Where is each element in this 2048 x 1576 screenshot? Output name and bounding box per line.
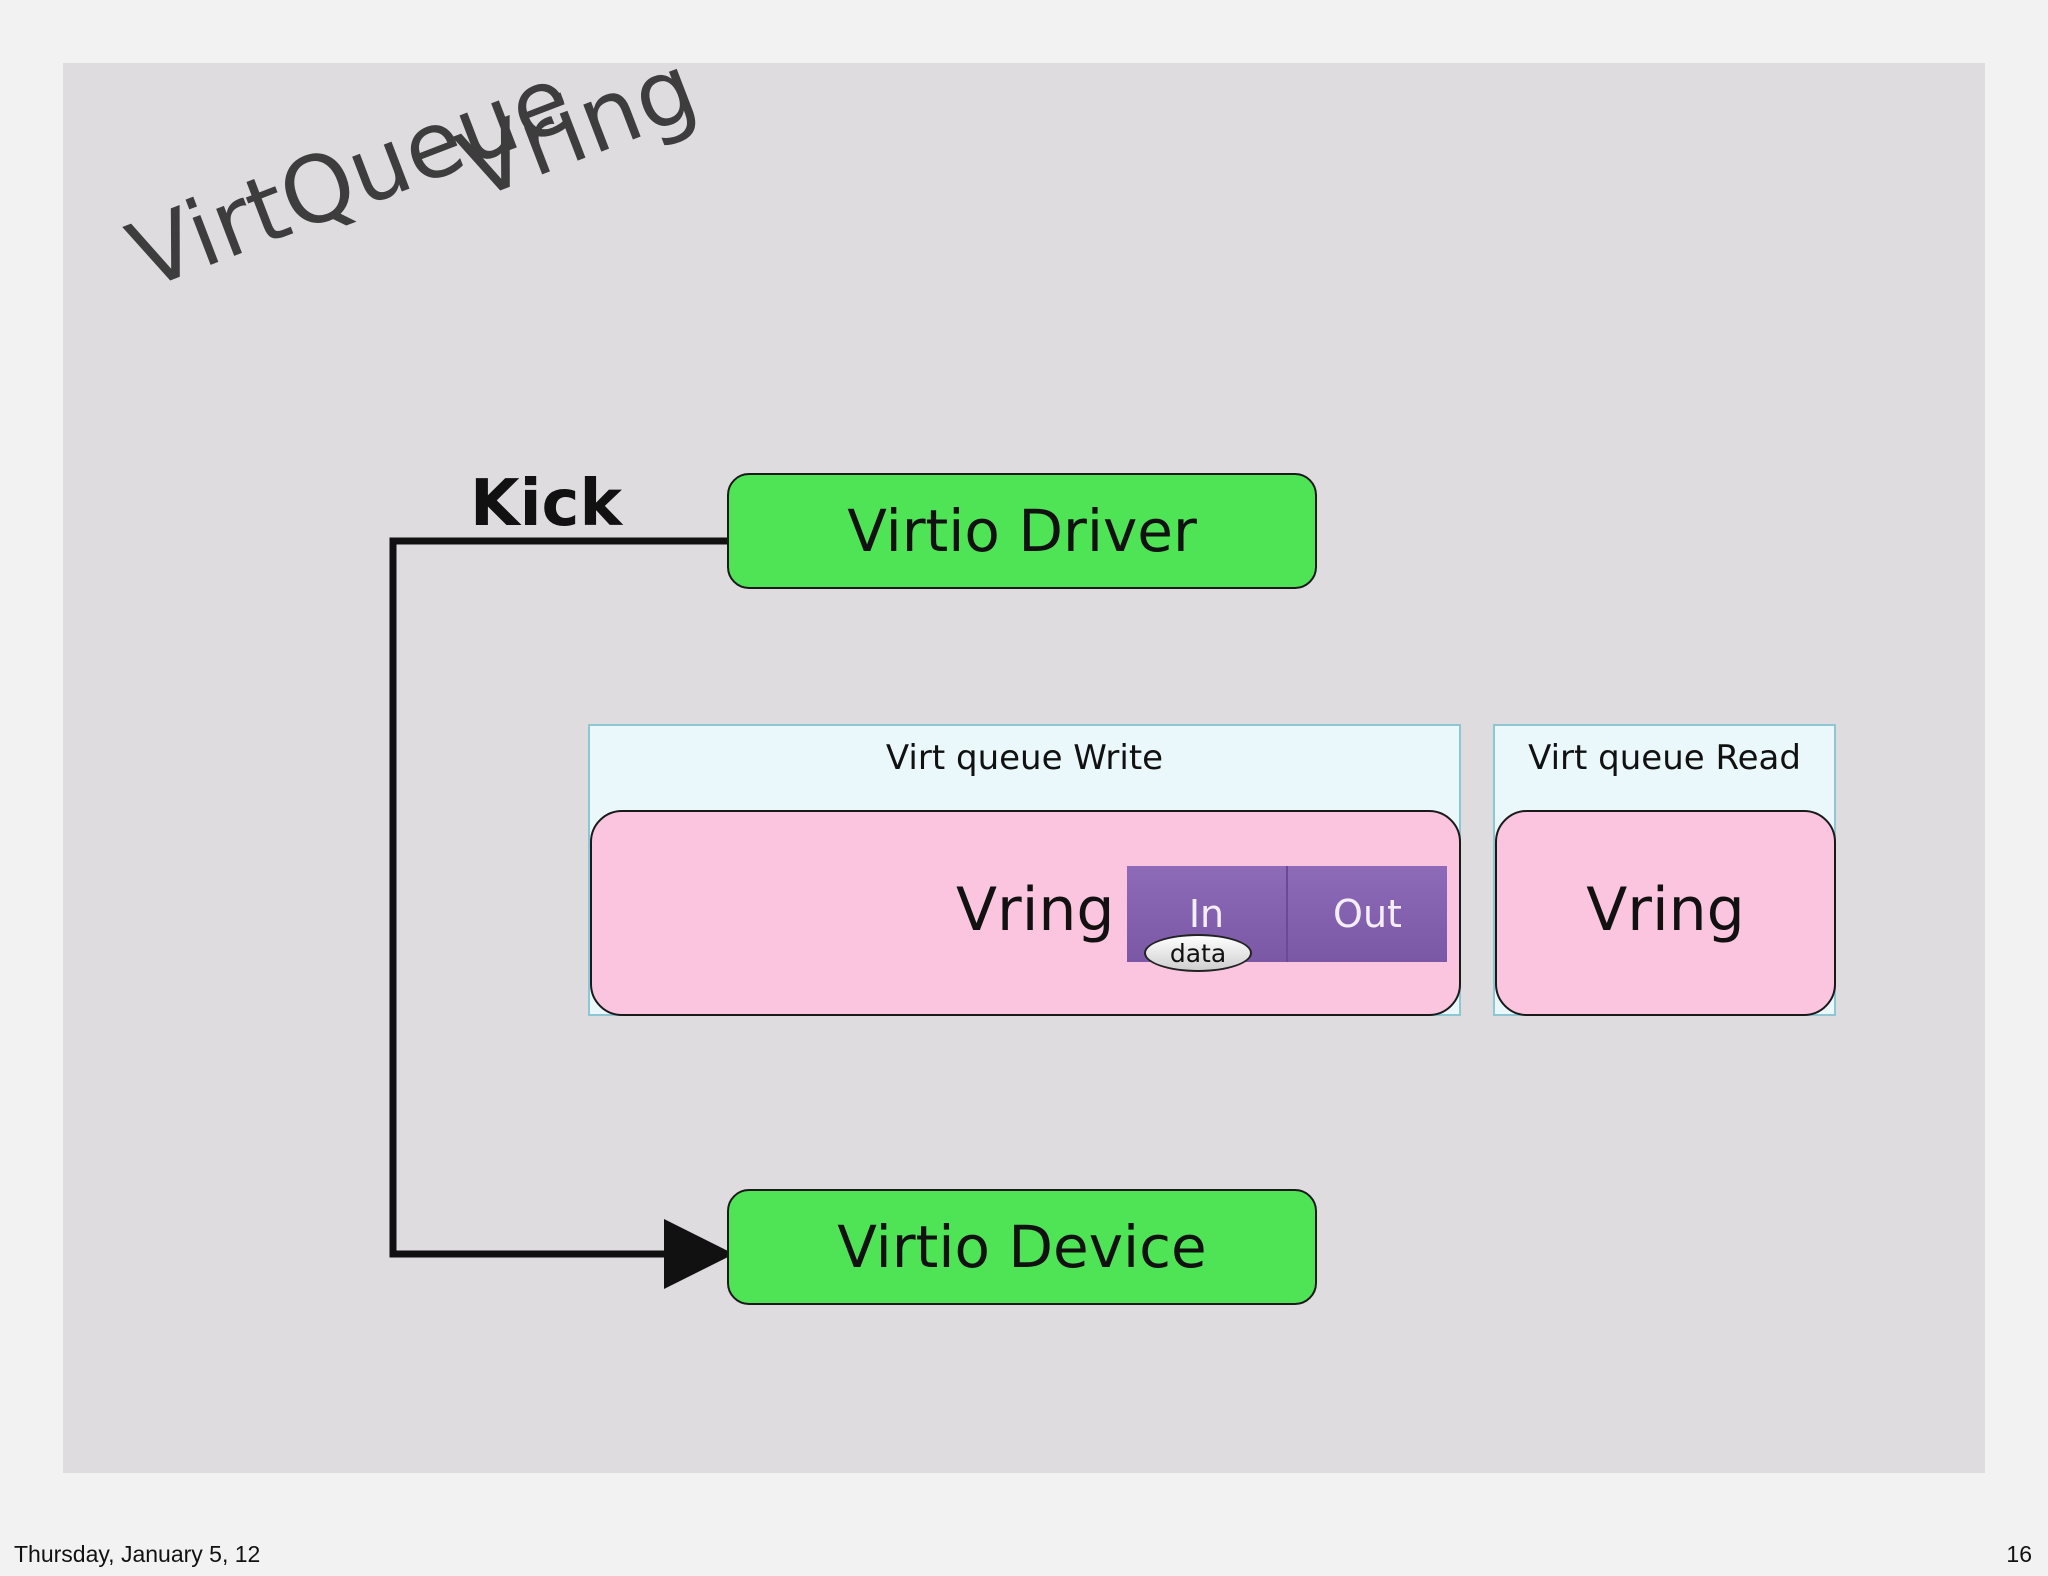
read-vring-box: Vring [1495,810,1836,1016]
virtio-driver-label: Virtio Driver [847,497,1197,565]
virt-queue-write-panel: Virt queue Write Vring In Out data [588,724,1461,1016]
slot-out-label: Out [1333,892,1402,936]
write-vring-label: Vring [956,875,1115,945]
virt-queue-read-title: Virt queue Read [1528,738,1801,778]
virtio-device-box: Virtio Device [727,1189,1317,1305]
kick-label: Kick [470,467,623,541]
read-vring-label: Vring [1586,875,1745,945]
virtio-device-label: Virtio Device [837,1213,1207,1281]
virt-queue-write-title: Virt queue Write [885,738,1164,778]
footer-page-number: 16 [2006,1541,2032,1567]
data-token-label: data [1169,938,1227,968]
kick-arrow [389,537,734,1289]
virtio-driver-box: Virtio Driver [727,473,1317,589]
write-vring-box: Vring In Out data [590,810,1461,1016]
virt-queue-read-panel: Virt queue Read Vring [1493,724,1836,1016]
vring-slots: In Out [1127,866,1447,962]
data-token: data [1144,934,1252,972]
vring-slot-out: Out [1288,866,1447,962]
slot-in-label: In [1188,892,1225,936]
footer-date: Thursday, January 5, 12 [14,1541,261,1567]
